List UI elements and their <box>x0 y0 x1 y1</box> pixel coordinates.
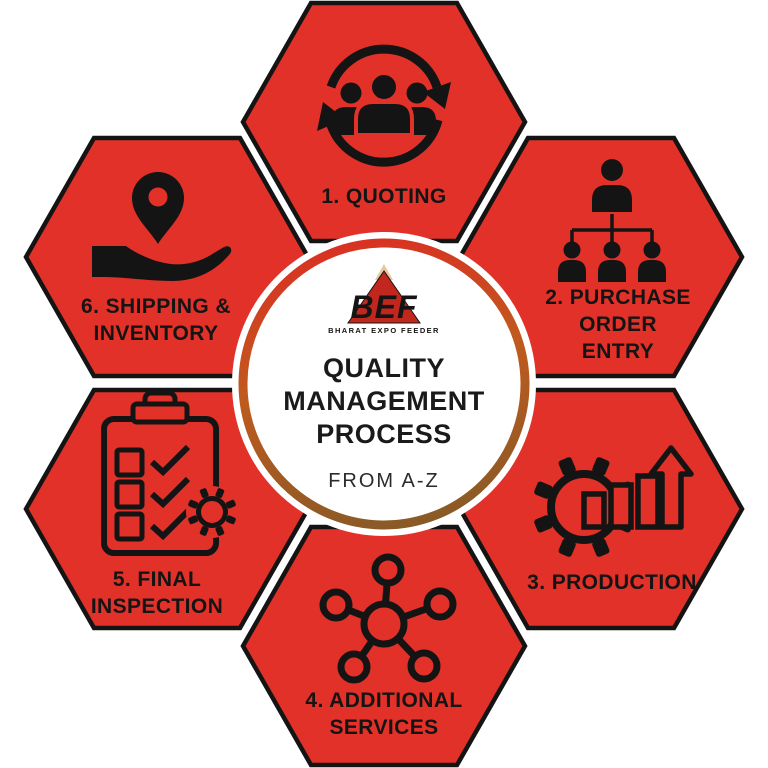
gear-growth-chart-icon <box>534 445 694 557</box>
logo-subtitle: BHARAT EXPO FEEDER <box>328 326 440 335</box>
logo-triangle <box>347 270 421 324</box>
center-badge: BEF BHARAT EXPO FEEDER QUALITY MANAGEMEN… <box>232 232 536 536</box>
location-pin <box>132 172 184 244</box>
hexagon-purchase-order-entry: 2. PURCHASE ORDER ENTRY <box>457 135 745 379</box>
hexagon-inspection-label-line1: 5. FINAL <box>113 568 201 591</box>
hexagon-inspection-label-line2: INSPECTION <box>91 595 223 618</box>
checklist-gear-icon <box>101 390 238 556</box>
up-arrow <box>648 445 694 530</box>
hand <box>92 246 232 281</box>
hexagon-services-label-line2: SERVICES <box>329 716 438 739</box>
hexagon-purchase-label-line3: ENTRY <box>582 340 654 363</box>
hexagon-quoting: 1. QUOTING <box>240 0 528 244</box>
org-chart-icon <box>558 159 666 282</box>
hexagon-shipping-inventory: 6. SHIPPING & INVENTORY <box>23 135 311 379</box>
hexagon-production: 3. PRODUCTION <box>457 387 745 631</box>
hexagon-final-inspection: 5. FINAL INSPECTION <box>23 387 311 631</box>
logo-text: BEF <box>351 289 418 325</box>
people-cycle-icon <box>317 44 451 167</box>
hexagon-additional-services: 4. ADDITIONAL SERVICES <box>240 524 528 768</box>
hand-location-pin-icon <box>92 172 232 281</box>
hexagon-purchase-label-line2: ORDER <box>579 313 657 336</box>
mountain-triangle-logo: BEF BHARAT EXPO FEEDER <box>328 264 440 335</box>
badge-halo <box>232 232 536 536</box>
center-title-line1: QUALITY <box>323 353 445 383</box>
small-gear-icon <box>186 486 238 538</box>
badge-ring <box>238 238 530 530</box>
center-tagline: FROM A-Z <box>328 470 440 492</box>
hexagon-purchase-label-line1: 2. PURCHASE <box>545 286 691 309</box>
hexagon-shipping-label-line1: 6. SHIPPING & <box>81 295 231 318</box>
hexagon-quoting-label: 1. QUOTING <box>321 185 446 208</box>
hexagon-shipping-label-line2: INVENTORY <box>94 322 219 345</box>
network-hub-icon <box>319 553 457 684</box>
center-title-line2: MANAGEMENT <box>283 386 485 416</box>
center-title-line3: PROCESS <box>316 419 452 449</box>
hexagon-production-label: 3. PRODUCTION <box>527 571 697 594</box>
hexagon-services-label-line1: 4. ADDITIONAL <box>305 689 462 712</box>
